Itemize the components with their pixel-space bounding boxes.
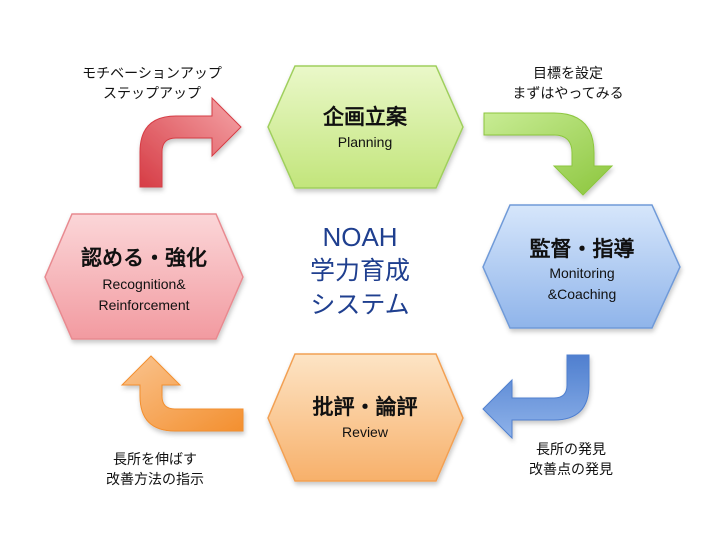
review-hexagon	[267, 353, 464, 482]
recognition-hexagon	[44, 213, 244, 340]
review-title: 批評・論評	[312, 395, 418, 419]
note-bottom-right-line2: 改善点の発見	[529, 462, 613, 478]
arrow-orange-icon	[120, 355, 244, 432]
center-title-line2: 学力育成	[309, 256, 410, 285]
planning-hexagon	[267, 65, 464, 189]
monitoring-subtitle-line2: &Coaching	[547, 286, 617, 302]
note-top-left-line1: モチベーションアップ	[82, 66, 222, 82]
note-top-left: モチベーションアップ ステップアップ	[62, 64, 242, 104]
note-top-right: 目標を設定 まずはやってみる	[488, 64, 648, 104]
note-bottom-left-line2: 改善方法の指示	[106, 472, 204, 488]
center-title: NOAH 学力育成 システム	[285, 220, 435, 322]
monitoring-title: 監督・指導	[529, 237, 635, 261]
arrow-blue-icon	[482, 354, 590, 440]
monitoring-hexagon	[482, 204, 681, 329]
review-subtitle: Review	[342, 424, 388, 440]
arrow-red-icon	[139, 96, 242, 188]
note-bottom-right: 長所の発見 改善点の発見	[496, 440, 646, 480]
recognition-subtitle-line2: Reinforcement	[98, 297, 190, 313]
note-bottom-left: 長所を伸ばす 改善方法の指示	[80, 450, 230, 490]
note-bottom-right-line1: 長所の発見	[536, 442, 606, 458]
center-title-line3: システム	[310, 290, 410, 319]
monitoring-subtitle-line1: Monitoring	[549, 265, 615, 281]
planning-subtitle: Planning	[337, 134, 393, 150]
note-top-right-line2: まずはやってみる	[512, 86, 624, 102]
recognition-title: 認める・強化	[81, 246, 207, 270]
planning-title: 企画立案	[323, 105, 407, 129]
arrow-green-icon	[483, 112, 614, 196]
center-title-line1: NOAH	[322, 222, 398, 252]
note-top-left-line2: ステップアップ	[103, 86, 201, 102]
note-top-right-line1: 目標を設定	[533, 66, 603, 82]
note-bottom-left-line1: 長所を伸ばす	[113, 452, 197, 468]
recognition-subtitle-line1: Recognition&	[102, 276, 186, 292]
